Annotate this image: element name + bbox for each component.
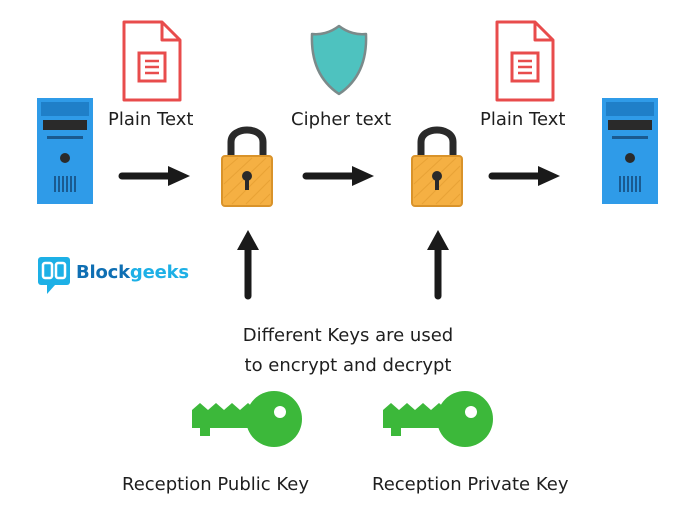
plain-text-label-left: Plain Text	[108, 109, 194, 130]
private-key-label: Reception Private Key	[372, 474, 569, 495]
plain-text-label-right: Plain Text	[480, 109, 566, 130]
plain-text-document-icon-left	[122, 20, 182, 102]
cipher-text-label: Cipher text	[291, 109, 392, 130]
decrypt-padlock-icon	[411, 126, 463, 207]
private-key-icon	[383, 391, 493, 447]
keys-note-line2: to encrypt and decrypt	[244, 355, 452, 376]
keys-note-line1: Different Keys are used	[242, 325, 454, 346]
arrow-up-icon	[237, 230, 259, 300]
plain-text-document-icon-right	[495, 20, 555, 102]
arrow-right-icon	[118, 166, 190, 186]
arrow-up-icon	[427, 230, 449, 300]
arrow-right-icon	[302, 166, 374, 186]
logo-text-geeks: geeks	[129, 262, 189, 283]
blockgeeks-logo-icon	[38, 257, 70, 294]
cipher-shield-icon	[310, 24, 368, 96]
receiver-server-icon	[602, 98, 658, 204]
sender-server-icon	[37, 98, 93, 204]
public-key-icon	[192, 391, 302, 447]
logo-text-block: Block	[76, 262, 130, 283]
arrow-right-icon	[488, 166, 560, 186]
encrypt-padlock-icon	[221, 126, 273, 207]
blockgeeks-logo-text: Blockgeeks	[76, 262, 189, 284]
public-key-label: Reception Public Key	[122, 474, 309, 495]
